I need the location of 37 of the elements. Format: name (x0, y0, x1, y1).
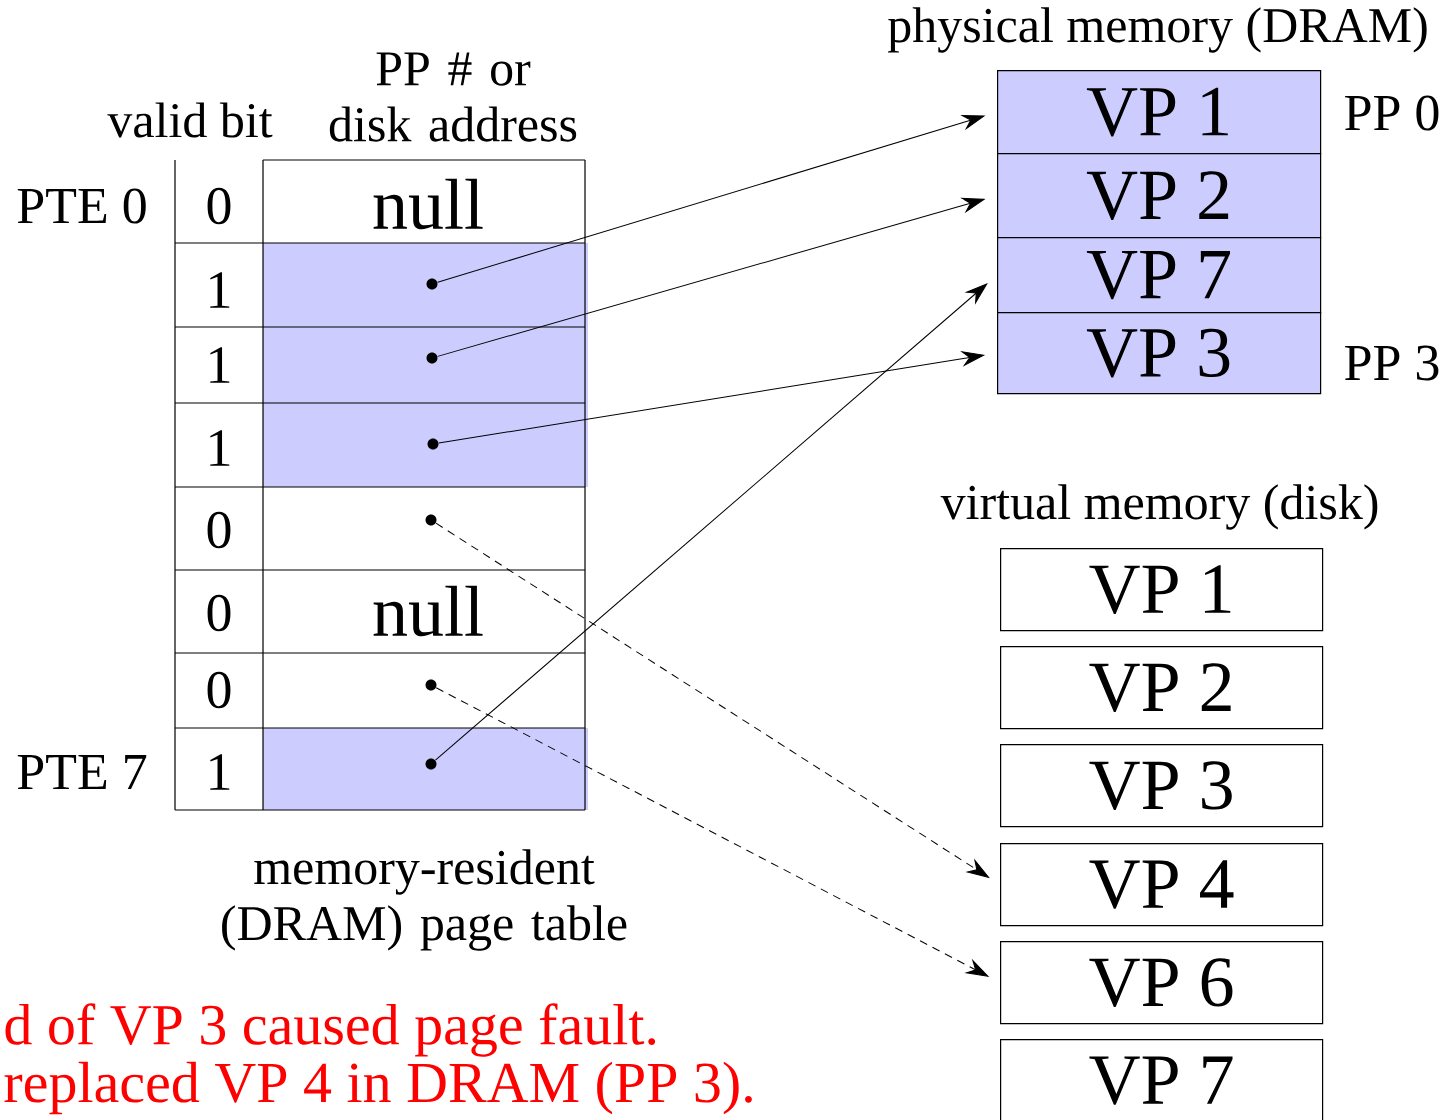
disk-page-box: VP 1 (1000, 548, 1324, 632)
note-text: replaced VP 4 in DRAM (PP 3). (4, 1061, 752, 1115)
memory-page-box: VP 2 (997, 153, 1322, 239)
label-text: physical memory (DRAM) (888, 7, 1427, 53)
label-text: PTE 0 (17, 188, 146, 224)
disk-page-box: VP 6 (1000, 941, 1324, 1025)
label-text: null (373, 178, 483, 230)
label-text: PTE 7 (17, 754, 147, 790)
disk-page-box: VP 2 (1000, 646, 1324, 730)
label-text: 1 (210, 754, 230, 790)
label-text: PP 3 (1345, 345, 1439, 381)
memory-page-box: VP 3 (997, 312, 1322, 395)
arrow (434, 283, 988, 761)
label-text: 1 (210, 272, 230, 308)
disk-page-box: VP 3 (1000, 744, 1324, 828)
memory-page-box: VP 1 (997, 70, 1322, 155)
memory-page-box: VP 7 (997, 237, 1322, 314)
label-text: PP # or disk address (329, 52, 577, 142)
arrow (435, 687, 989, 977)
label-text: PP 0 (1345, 95, 1439, 131)
label-text: null (373, 585, 483, 637)
label-text: 0 (207, 594, 231, 632)
arrow (437, 114, 985, 283)
label-text: valid bit (107, 102, 273, 138)
label-text: 0 (207, 511, 231, 549)
disk-page-box: VP 4 (1000, 843, 1324, 927)
label-text: 1 (210, 430, 230, 466)
label-text: 0 (207, 187, 231, 225)
label-text: virtual memory (disk) (940, 484, 1378, 530)
label-text: 1 (210, 347, 230, 383)
label-text: memory-resident (DRAM) page table (222, 849, 627, 951)
arrow (438, 351, 985, 444)
disk-page-box: VP 7 (1000, 1039, 1324, 1120)
note-text: d of VP 3 caused page fault. (5, 1003, 656, 1057)
label-text: 0 (207, 671, 231, 709)
arrow (437, 197, 985, 357)
arrow (435, 522, 990, 878)
